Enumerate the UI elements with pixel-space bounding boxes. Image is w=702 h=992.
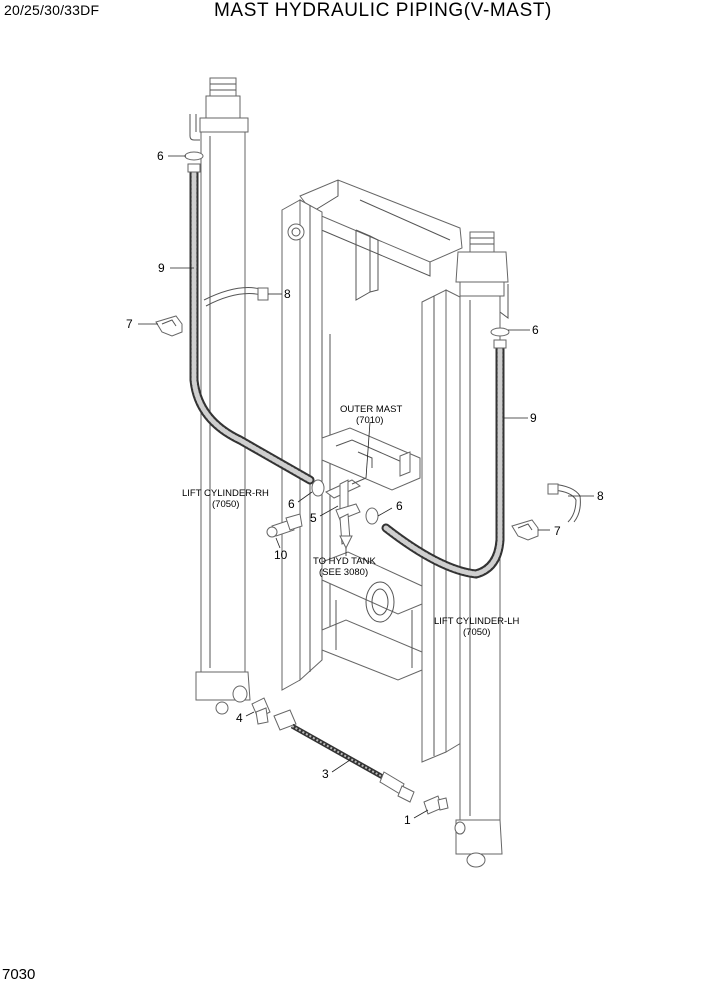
- tee-fitting-5: [325, 477, 367, 550]
- callout-numbers: 6 9 8 7 6 9 8 7 6 5 6 10 4 3 1: [126, 149, 604, 827]
- hose-9-lh: [381, 339, 507, 579]
- lift-cylinder-rh-label: LIFT CYLINDER-RH: [182, 488, 269, 499]
- callout-6: 6: [157, 149, 164, 163]
- lift-cylinder-lh-label: LIFT CYLINDER-LH: [434, 616, 519, 627]
- hose-3: [273, 709, 415, 803]
- callout-6: 6: [288, 497, 295, 511]
- clamp-6: [184, 151, 510, 525]
- outer-mast-code: (7010): [356, 415, 383, 426]
- page-number: 7030: [2, 966, 36, 983]
- page-title: MAST HYDRAULIC PIPING(V-MAST): [214, 0, 552, 21]
- model-code: 20/25/30/33DF: [4, 2, 100, 18]
- callout-9: 9: [158, 261, 165, 275]
- lift-cylinder-rh-code: (7050): [212, 499, 239, 510]
- callout-6: 6: [532, 323, 539, 337]
- connector-10: [266, 513, 303, 538]
- diagram-labels: OUTER MAST (7010) LIFT CYLINDER-RH (7050…: [182, 404, 519, 638]
- callout-10: 10: [274, 548, 288, 562]
- callout-3: 3: [322, 767, 329, 781]
- callout-1: 1: [404, 813, 411, 827]
- elbow-4: [251, 697, 271, 725]
- callout-5: 5: [310, 511, 317, 525]
- lift-cylinder-lh-code: (7050): [463, 627, 490, 638]
- connector-1: [423, 795, 449, 815]
- lift-cylinder-rh: [189, 77, 251, 715]
- callout-4: 4: [236, 711, 243, 725]
- callout-6: 6: [396, 499, 403, 513]
- clip-7: [155, 315, 539, 541]
- callout-leaders: [138, 155, 594, 819]
- callout-7: 7: [126, 317, 133, 331]
- lift-cylinder-lh: [454, 231, 509, 868]
- callout-9: 9: [530, 411, 537, 425]
- callout-8: 8: [284, 287, 291, 301]
- hose-9-rh: [187, 163, 315, 485]
- callout-8: 8: [597, 489, 604, 503]
- hyd-tank-ref: (SEE 3080): [319, 567, 368, 578]
- hyd-tank-label: TO HYD TANK: [313, 556, 376, 567]
- callout-7: 7: [554, 524, 561, 538]
- outer-mast-label: OUTER MAST: [340, 404, 402, 415]
- outer-mast-frame: [281, 179, 479, 763]
